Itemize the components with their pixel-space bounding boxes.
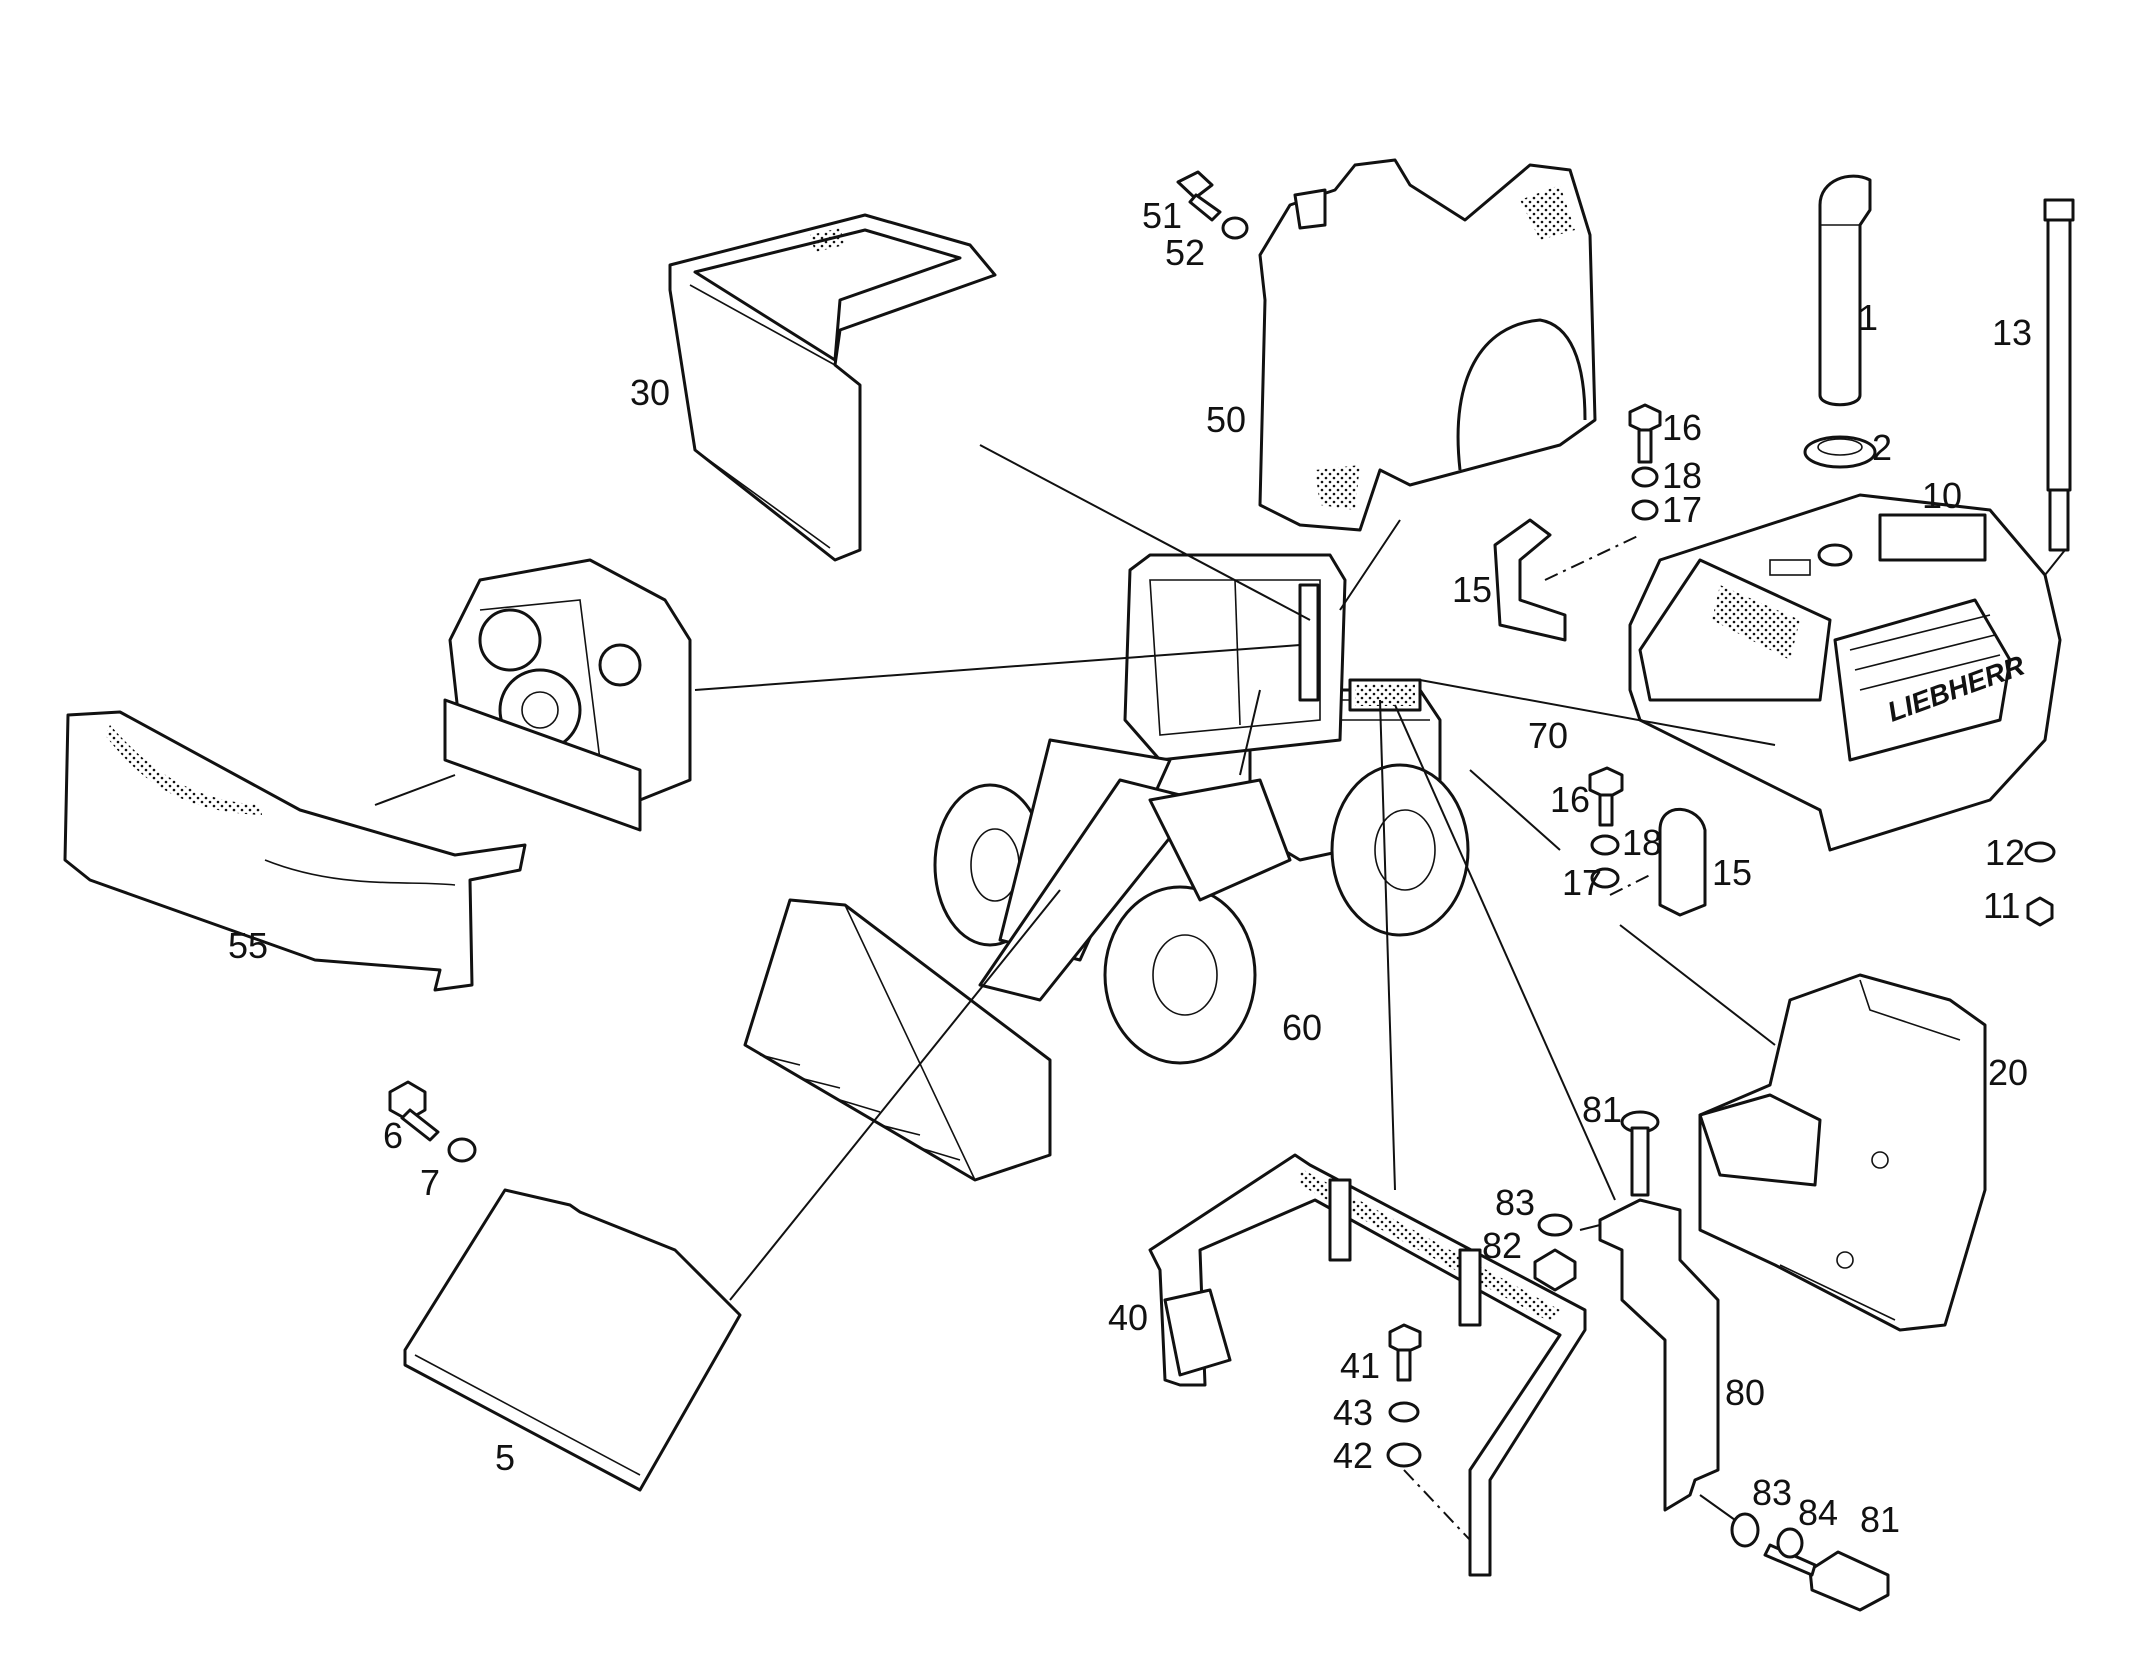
wheel-loader bbox=[743, 553, 1470, 1182]
part-84-washer bbox=[1776, 1527, 1804, 1559]
part-30-hood-cover bbox=[668, 213, 997, 562]
part-1-exhaust-pipe bbox=[1818, 174, 1872, 407]
callout-6: 6 bbox=[383, 1115, 403, 1156]
callout-40: 40 bbox=[1108, 1297, 1148, 1338]
callout-17-lower: 17 bbox=[1562, 862, 1602, 903]
callout-11: 11 bbox=[1983, 885, 2020, 926]
callout-81-lower: 81 bbox=[1860, 1499, 1900, 1540]
rear-wheel bbox=[1330, 763, 1470, 937]
bucket bbox=[743, 898, 1052, 1182]
part-18-washer-lower bbox=[1590, 834, 1620, 856]
callout-10: 10 bbox=[1922, 475, 1962, 516]
callout-52: 52 bbox=[1165, 232, 1205, 273]
callout-17-upper: 17 bbox=[1662, 489, 1702, 530]
part-55-side-panel bbox=[63, 710, 527, 992]
callout-60: 60 bbox=[1282, 1007, 1322, 1048]
part-15-bracket-lower bbox=[1658, 807, 1707, 917]
callout-51: 51 bbox=[1142, 195, 1182, 236]
callout-82: 82 bbox=[1482, 1225, 1522, 1266]
part-10-engine-hood: LIEBHERR bbox=[1628, 493, 2062, 852]
callout-41: 41 bbox=[1340, 1345, 1380, 1386]
leader-lines bbox=[374, 444, 2066, 1541]
part-40-frame-guard bbox=[1148, 1153, 1587, 1577]
callout-43: 43 bbox=[1333, 1392, 1373, 1433]
callout-15-upper: 15 bbox=[1452, 569, 1492, 610]
callout-16-lower: 16 bbox=[1550, 779, 1590, 820]
callout-70: 70 bbox=[1528, 715, 1568, 756]
engine-assembly bbox=[443, 558, 692, 832]
callout-83-lower: 83 bbox=[1752, 1472, 1792, 1513]
callout-labels: 1 2 13 10 12 11 16 18 17 15 50 51 52 30 … bbox=[228, 195, 2032, 1540]
part-83-washer-upper bbox=[1537, 1213, 1573, 1237]
callout-30: 30 bbox=[630, 372, 670, 413]
callout-18-lower: 18 bbox=[1622, 822, 1662, 863]
part-5-bottom-plate bbox=[403, 1188, 742, 1492]
callout-5: 5 bbox=[495, 1437, 515, 1478]
part-43-washer bbox=[1388, 1401, 1420, 1423]
callout-12: 12 bbox=[1985, 832, 2025, 873]
part-18-washer-upper bbox=[1631, 466, 1659, 488]
callout-81-upper: 81 bbox=[1582, 1089, 1622, 1130]
callout-50: 50 bbox=[1206, 399, 1246, 440]
callout-18-upper: 18 bbox=[1662, 455, 1702, 496]
callout-15-lower: 15 bbox=[1712, 852, 1752, 893]
part-16-bolt-upper bbox=[1628, 403, 1662, 464]
callout-83-upper: 83 bbox=[1495, 1182, 1535, 1223]
part-81-bolt-lower bbox=[1763, 1543, 1890, 1612]
part-13-gas-strut bbox=[2043, 198, 2075, 552]
callout-55: 55 bbox=[228, 925, 268, 966]
part-20-counterweight bbox=[1698, 973, 1987, 1332]
part-17-washer-lower bbox=[1590, 867, 1620, 889]
part-11-nut bbox=[2026, 896, 2054, 927]
callout-20: 20 bbox=[1988, 1052, 2028, 1093]
part-42-washer bbox=[1386, 1442, 1422, 1468]
part-52-washer bbox=[1221, 216, 1249, 240]
callout-84: 84 bbox=[1798, 1492, 1838, 1533]
part-82-nut bbox=[1533, 1248, 1577, 1292]
part-6-bolt bbox=[388, 1080, 440, 1142]
part-7-washer bbox=[447, 1137, 477, 1163]
part-15-bracket-upper bbox=[1493, 518, 1567, 642]
part-50-side-panel bbox=[1258, 158, 1597, 532]
callout-42: 42 bbox=[1333, 1435, 1373, 1476]
callout-2: 2 bbox=[1872, 427, 1892, 468]
part-51-bolt bbox=[1176, 170, 1222, 222]
part-83-washer-lower bbox=[1730, 1512, 1760, 1548]
callout-1: 1 bbox=[1858, 297, 1878, 338]
part-17-washer-upper bbox=[1631, 499, 1659, 521]
part-16-bolt-lower bbox=[1588, 766, 1624, 827]
callout-13: 13 bbox=[1992, 312, 2032, 353]
callout-7: 7 bbox=[420, 1162, 440, 1203]
front-wheel-right bbox=[1103, 885, 1257, 1065]
part-12-washer bbox=[2024, 841, 2056, 863]
part-80-side-bracket bbox=[1598, 1198, 1720, 1512]
callout-16-upper: 16 bbox=[1662, 407, 1702, 448]
part-81-bolt-upper bbox=[1620, 1110, 1660, 1197]
part-41-bolt bbox=[1388, 1323, 1422, 1382]
callout-80: 80 bbox=[1725, 1372, 1765, 1413]
part-2-clamp bbox=[1803, 435, 1877, 469]
